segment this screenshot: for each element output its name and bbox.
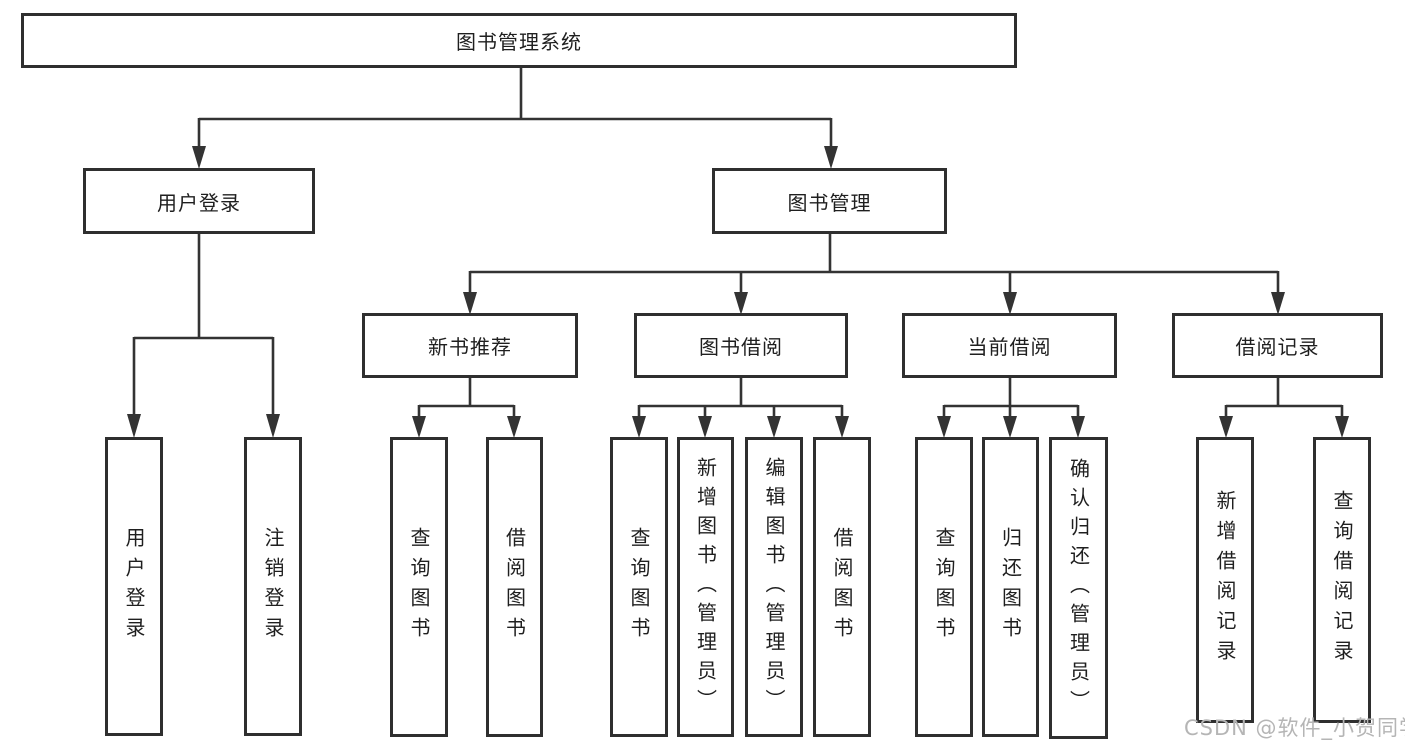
leaf-add-books-admin: 新增图书（管理员） bbox=[677, 437, 734, 737]
leaf-add-borrow-record: 新增借阅记录 bbox=[1196, 437, 1254, 723]
csdn-watermark: CSDN @软件_小贺同学 bbox=[1184, 716, 1405, 740]
connector-new-book-children bbox=[412, 378, 521, 438]
connector-user-login-children bbox=[127, 233, 280, 438]
leaf-query-books-recommend: 查询图书 bbox=[390, 437, 448, 737]
leaf-user-login: 用户登录 bbox=[105, 437, 163, 736]
node-current-borrow: 当前借阅 bbox=[902, 313, 1117, 378]
node-root: 图书管理系统 bbox=[21, 13, 1017, 68]
connector-root-to-level2 bbox=[192, 67, 838, 169]
leaf-query-borrow-record: 查询借阅记录 bbox=[1313, 437, 1371, 723]
node-book-management: 图书管理 bbox=[712, 168, 947, 234]
leaf-confirm-return-admin: 确认归还（管理员） bbox=[1049, 437, 1108, 739]
leaf-query-books-borrow: 查询图书 bbox=[610, 437, 668, 737]
leaf-edit-books-admin: 编辑图书（管理员） bbox=[745, 437, 803, 737]
node-book-borrow: 图书借阅 bbox=[634, 313, 848, 378]
node-user-login: 用户登录 bbox=[83, 168, 315, 234]
connector-book-management-children bbox=[463, 234, 1285, 315]
leaf-borrow-books-recommend: 借阅图书 bbox=[486, 437, 543, 737]
connector-current-borrow-children bbox=[937, 378, 1085, 438]
connector-book-borrow-children bbox=[632, 378, 849, 438]
leaf-return-books: 归还图书 bbox=[982, 437, 1039, 737]
node-borrow-records: 借阅记录 bbox=[1172, 313, 1383, 378]
connector-borrow-records-children bbox=[1219, 378, 1349, 438]
leaf-borrow-books: 借阅图书 bbox=[813, 437, 871, 737]
leaf-query-books-current: 查询图书 bbox=[915, 437, 973, 737]
node-new-book-recommend: 新书推荐 bbox=[362, 313, 578, 378]
leaf-logout: 注销登录 bbox=[244, 437, 302, 736]
